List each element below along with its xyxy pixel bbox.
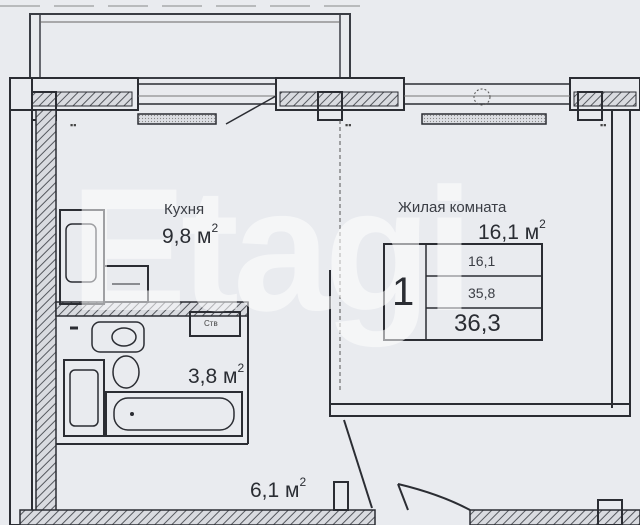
living-room-name: Жилая комната	[398, 199, 507, 216]
room-count: 1	[392, 270, 415, 314]
balcony	[0, 5, 360, 79]
living-area-value: 16,1 м	[478, 221, 540, 244]
hallway-area-unit: 2	[299, 475, 307, 489]
summary-total-area-1: 35,8	[468, 285, 496, 301]
svg-text:▪▪: ▪▪	[345, 120, 351, 130]
washer-label: Ств	[204, 319, 218, 328]
kitchen-fixtures	[59, 209, 149, 305]
hallway-area-value: 6,1 м	[250, 479, 300, 502]
living-room-area: 16,1 м2	[478, 218, 546, 244]
kitchen-name: Кухня	[164, 201, 205, 218]
kitchen-area: 9,8 м2	[162, 222, 218, 248]
kitchen-area-value: 9,8 м	[162, 225, 212, 248]
bathroom-fixtures	[63, 311, 243, 437]
bathroom-area: 3,8 м2	[188, 362, 244, 388]
living-area-unit: 2	[539, 217, 546, 231]
summary-living-area: 16,1	[468, 253, 496, 269]
bathroom-area-value: 3,8 м	[188, 365, 238, 388]
hallway-area: 6,1 м2	[250, 476, 306, 502]
summary-total-area-2: 36,3	[454, 310, 501, 337]
svg-text:▪▪: ▪▪	[70, 120, 76, 130]
watermark: Etagi	[70, 153, 474, 348]
svg-text:▪▪: ▪▪	[600, 120, 606, 130]
bathroom-area-unit: 2	[237, 361, 245, 375]
area-summary-box	[383, 243, 543, 341]
exterior-walls: ▪▪ ▪▪ ▪▪	[9, 77, 640, 525]
kitchen-area-unit: 2	[211, 221, 219, 235]
